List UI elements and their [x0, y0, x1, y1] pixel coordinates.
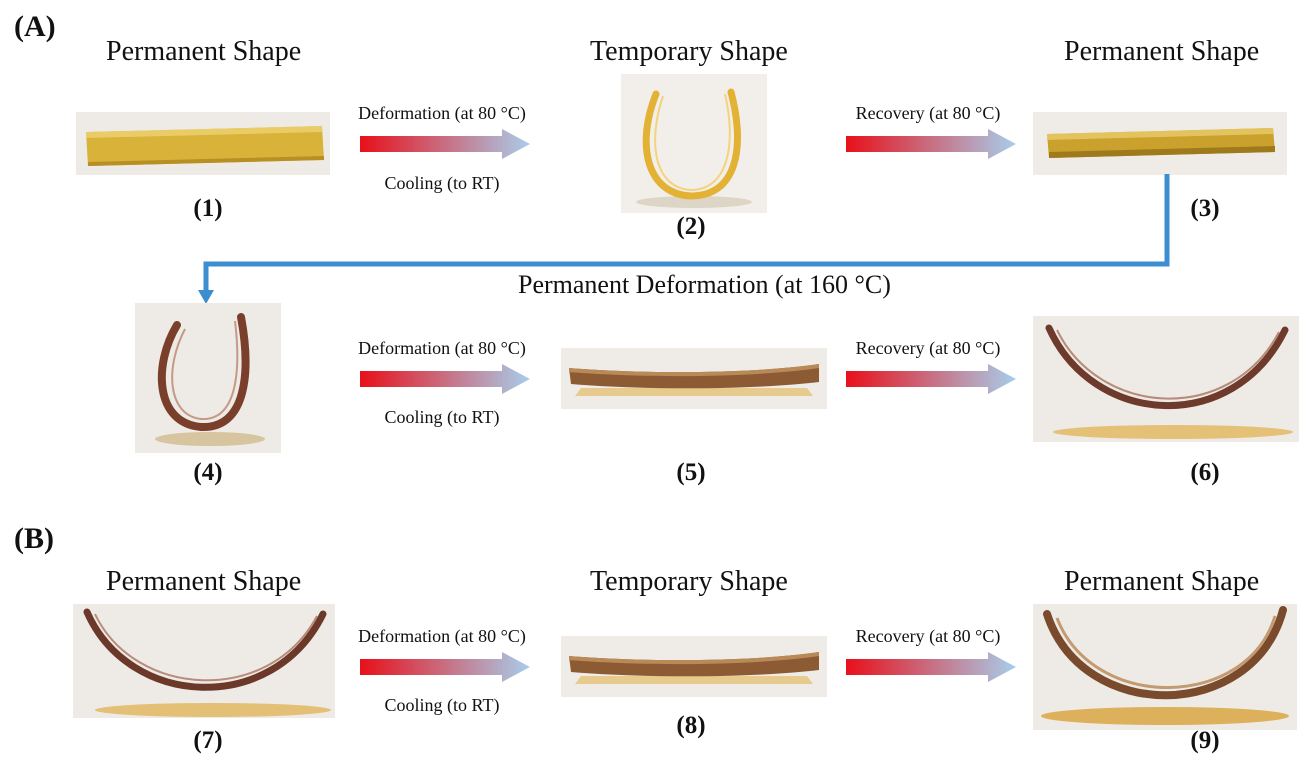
arrow5-top-label: Deformation (at 80 °C) [358, 626, 526, 646]
panel-a-label: (A) [14, 10, 56, 43]
arrow1-top-label: Deformation (at 80 °C) [358, 103, 526, 123]
heading-3: Permanent Shape [1064, 36, 1260, 67]
heading-8: Temporary Shape [590, 566, 788, 597]
sample-photo-9 [1033, 604, 1297, 730]
sample-photo-5 [561, 348, 827, 409]
sample-photo-4 [135, 303, 281, 453]
label-9: (9) [1190, 727, 1220, 754]
label-5: (5) [676, 459, 706, 486]
heading-1: Permanent Shape [106, 36, 302, 67]
arrow3-top-label: Deformation (at 80 °C) [358, 338, 526, 358]
permanent-deformation-label: Permanent Deformation (at 160 °C) [518, 270, 891, 299]
connector-arrow [198, 174, 1170, 304]
arrow3-bottom-label: Cooling (to RT) [384, 407, 500, 427]
label-6: (6) [1190, 459, 1220, 486]
heading-2: Temporary Shape [590, 36, 788, 67]
sample-photo-8 [561, 636, 827, 697]
sample-photo-3 [1033, 112, 1287, 175]
label-7: (7) [193, 727, 223, 754]
process-arrow-3 [360, 364, 530, 394]
heading-7: Permanent Shape [106, 566, 302, 597]
label-2: (2) [676, 213, 706, 240]
label-1: (1) [193, 195, 223, 222]
label-4: (4) [193, 459, 223, 486]
sample-photo-1 [76, 112, 330, 175]
panel-b-label: (B) [14, 522, 54, 555]
process-arrow-1 [360, 129, 530, 159]
arrow5-bottom-label: Cooling (to RT) [384, 695, 500, 715]
process-arrow-4 [846, 364, 1016, 394]
arrow4-top-label: Recovery (at 80 °C) [855, 338, 1001, 358]
sample-photo-2 [621, 74, 767, 213]
arrow6-top-label: Recovery (at 80 °C) [855, 626, 1001, 646]
process-arrow-6 [846, 652, 1016, 682]
label-8: (8) [676, 712, 706, 739]
label-3: (3) [1190, 195, 1220, 222]
sample-photo-6 [1033, 316, 1299, 442]
process-arrow-2 [846, 129, 1016, 159]
heading-9: Permanent Shape [1064, 566, 1260, 597]
arrow1-bottom-label: Cooling (to RT) [384, 173, 500, 193]
arrow2-top-label: Recovery (at 80 °C) [855, 103, 1001, 123]
process-arrow-5 [360, 652, 530, 682]
sample-photo-7 [73, 604, 335, 718]
